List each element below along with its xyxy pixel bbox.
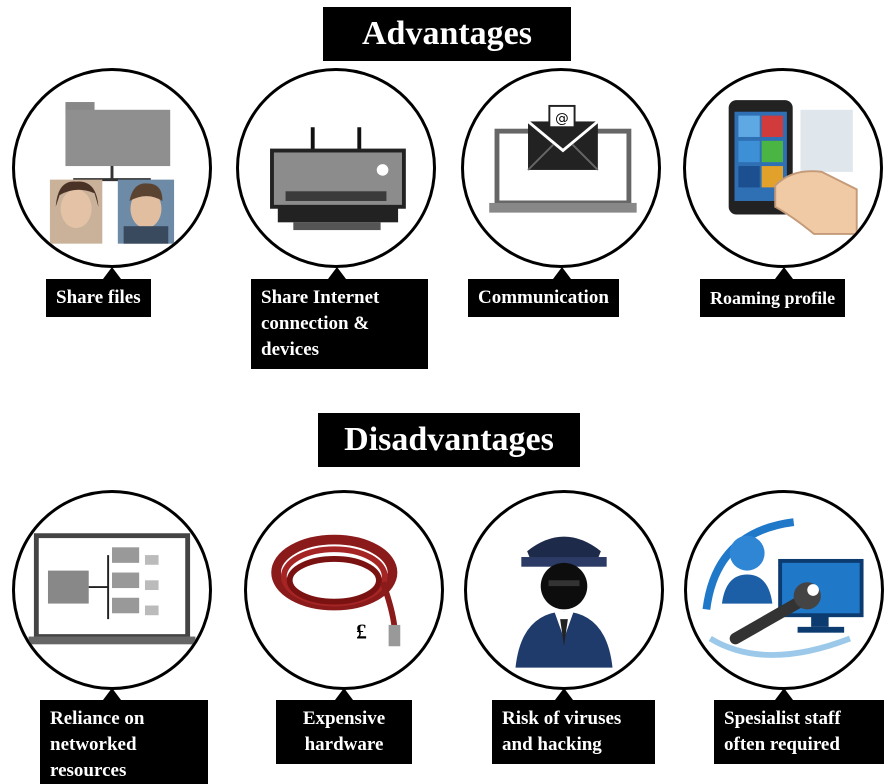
specialist-staff-circle xyxy=(684,490,884,690)
shared-folder-icon xyxy=(49,102,175,244)
roaming-profile-label: Roaming profile xyxy=(700,279,846,317)
it-support-icon xyxy=(702,518,864,658)
share-files-circle xyxy=(12,68,212,268)
roaming-profile-circle xyxy=(683,68,883,268)
roaming-profile-pointer xyxy=(775,267,793,279)
expensive-hardware-label: Expensive hardware xyxy=(276,700,412,764)
share-internet-label: Share Internet connection & devices xyxy=(251,279,428,369)
network-folders-monitor-icon xyxy=(28,533,196,645)
expensive-hardware-pointer xyxy=(335,688,353,700)
hacking-circle xyxy=(464,490,664,690)
expensive-hardware-circle: £ xyxy=(244,490,444,690)
reliance-pointer xyxy=(103,688,121,700)
share-internet-circle xyxy=(236,68,436,268)
communication-pointer xyxy=(553,267,571,279)
share-internet-pointer xyxy=(328,267,346,279)
reliance-circle xyxy=(12,490,212,690)
printer-icon xyxy=(270,127,406,231)
hacking-label: Risk of viruses and hacking xyxy=(492,700,655,764)
specialist-staff-label: Spesialist staff often required xyxy=(714,700,884,764)
specialist-staff-pointer xyxy=(775,688,793,700)
pound-symbol: £ xyxy=(356,620,367,644)
communication-circle: @ xyxy=(461,68,661,268)
share-files-pointer xyxy=(103,267,121,279)
svg-text:@: @ xyxy=(555,110,569,126)
advantages-heading: Advantages xyxy=(323,7,571,61)
communication-label: Communication xyxy=(468,279,619,317)
hacking-pointer xyxy=(555,688,573,700)
hacker-icon xyxy=(515,536,613,668)
cable-coil-icon: £ xyxy=(271,534,401,647)
disadvantages-heading: Disadvantages xyxy=(318,413,580,467)
share-files-label: Share files xyxy=(46,279,151,317)
reliance-label: Reliance on networked resources xyxy=(40,700,208,784)
email-laptop-icon: @ xyxy=(489,104,637,213)
smartphone-hand-icon xyxy=(728,100,858,235)
